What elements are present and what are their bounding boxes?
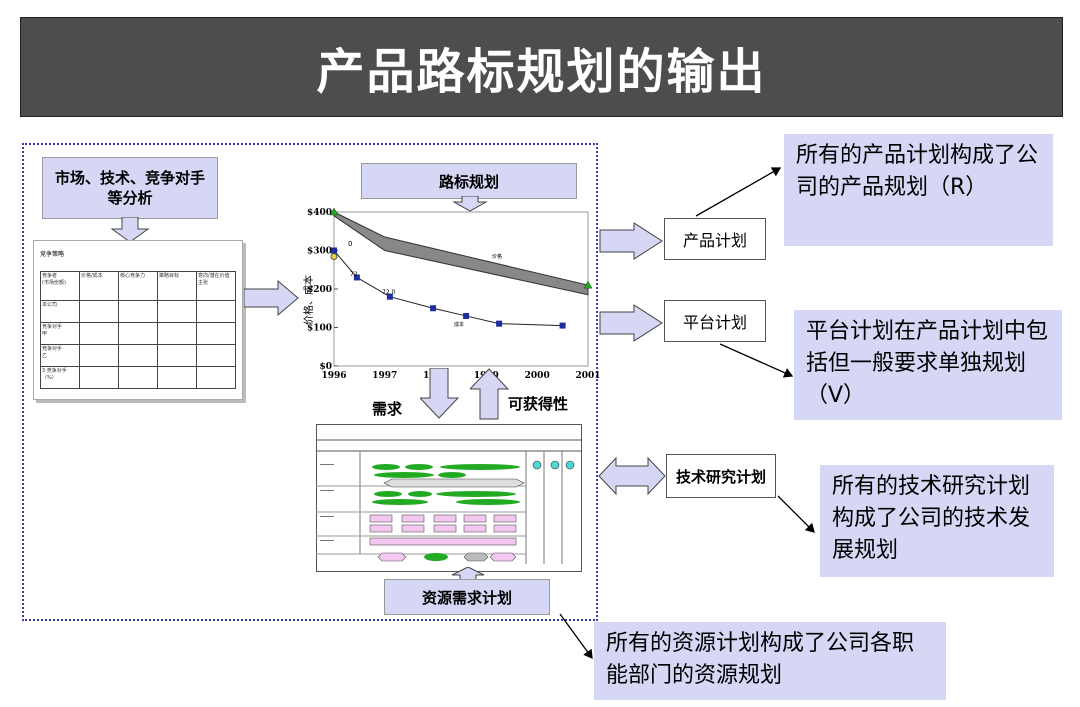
table-row: 3 竞争对手 （%） (40, 366, 236, 389)
chart-marker (329, 207, 339, 216)
roadmap-box: 路标规划 (361, 163, 577, 199)
resource-box: 资源需求计划 (384, 579, 550, 615)
chart-marker (583, 280, 593, 289)
chart-point (463, 312, 470, 319)
chart-point (353, 274, 360, 281)
product-plan-box: 产品计划 (664, 218, 766, 260)
table-row: 竞争对手 甲 (40, 322, 236, 345)
row-label-text: 竞争对手 （%） (42, 368, 67, 381)
chart-point (496, 320, 503, 327)
y-tick-label: $400 (307, 208, 332, 218)
roadmap-box-label: 路标规划 (438, 172, 499, 191)
table-row: 竞争对手 乙 (40, 344, 236, 367)
page-title: 产品路标规划的输出 (316, 44, 767, 100)
y-tick-label: $100 (307, 324, 332, 334)
x-tick-label: 2000 (525, 371, 550, 381)
callout-tech: 所有的技术研究计划构成了公司的技术发展规划 (820, 465, 1054, 577)
point-label: 72 (350, 271, 358, 278)
chart-point (430, 305, 437, 312)
roadmap-chart: 199619971998199920002001$0$100$200$300$4… (302, 207, 600, 381)
table-header-cell: 价格/成本 (79, 271, 119, 301)
table-row: 竞争者 (市场份额) 价格/成本 核心竞争力 策略目标 意向/潜在价值 主张 (40, 271, 236, 301)
point-label: 72.0 (382, 289, 396, 296)
point-label: 0 (348, 240, 352, 248)
y-tick-label: $300 (307, 247, 332, 257)
resource-box-label: 资源需求计划 (421, 588, 512, 607)
y-axis-label: 价格、成本 (302, 275, 315, 325)
demand-arrow (420, 368, 460, 419)
competitive-strategy-panel: 竞争策略 竞争者 (市场份额) 价格/成本 核心竞争力 策略目标 意向/潜在价值… (33, 240, 243, 400)
chart-point (331, 247, 337, 254)
x-tick-label: 2001 (575, 371, 600, 381)
arrow-to-platform-plan (599, 304, 663, 342)
platform-plan-label: 平台计划 (682, 313, 747, 332)
y-tick-label: $200 (307, 285, 332, 295)
chart-point (386, 293, 393, 300)
tech-plan-label: 技术研究计划 (675, 467, 766, 486)
competitive-table: 竞争者 (市场份额) 价格/成本 核心竞争力 策略目标 意向/潜在价值 主张 本… (40, 271, 236, 389)
callout-resource: 所有的资源计划构成了公司各职能部门的资源规划 (594, 622, 946, 700)
tech-plan-box: 技术研究计划 (666, 454, 776, 498)
connector-product (695, 167, 782, 217)
x-tick-label: 1996 (321, 371, 346, 381)
connector-platform (719, 343, 794, 378)
availability-arrow (470, 368, 510, 420)
resource-plan-sheet (316, 424, 582, 572)
platform-plan-box: 平台计划 (664, 300, 766, 342)
point-label: 成本 (454, 321, 464, 328)
competitive-strategy-title: 竞争策略 (40, 251, 65, 258)
planning-frame (22, 143, 598, 621)
demand-label: 需求 (372, 400, 403, 418)
availability-label: 可获得性 (508, 395, 569, 413)
table-header-cell: 意向/潜在价值 主张 (196, 271, 236, 301)
callout-product: 所有的产品计划构成了公司的产品规划（R） (784, 134, 1053, 246)
chart-point (559, 322, 566, 329)
connector-tech (777, 495, 815, 533)
price-band (333, 211, 589, 296)
callout-platform: 平台计划在产品计划中包括但一般要求单独规划（V） (794, 310, 1062, 420)
right-arrow-table-to-chart (244, 280, 299, 316)
double-arrow-tech-plan (598, 456, 666, 496)
analysis-box-label: 市场、技术、竞争对手等分析 (55, 169, 206, 207)
x-tick-label: 1997 (372, 371, 397, 381)
down-arrow-analysis (110, 217, 150, 243)
product-plan-label: 产品计划 (682, 231, 747, 250)
y-tick-label: $0 (319, 362, 332, 372)
table-header-cell: 策略目标 (157, 271, 197, 301)
row-prefix: 3 (42, 368, 46, 374)
connector-resource (559, 613, 593, 660)
title-bar: 产品路标规划的输出 (20, 17, 1063, 117)
arrow-to-product-plan (599, 222, 663, 260)
down-arrow-roadmap (452, 196, 488, 212)
point-label: 价格 (492, 253, 502, 260)
